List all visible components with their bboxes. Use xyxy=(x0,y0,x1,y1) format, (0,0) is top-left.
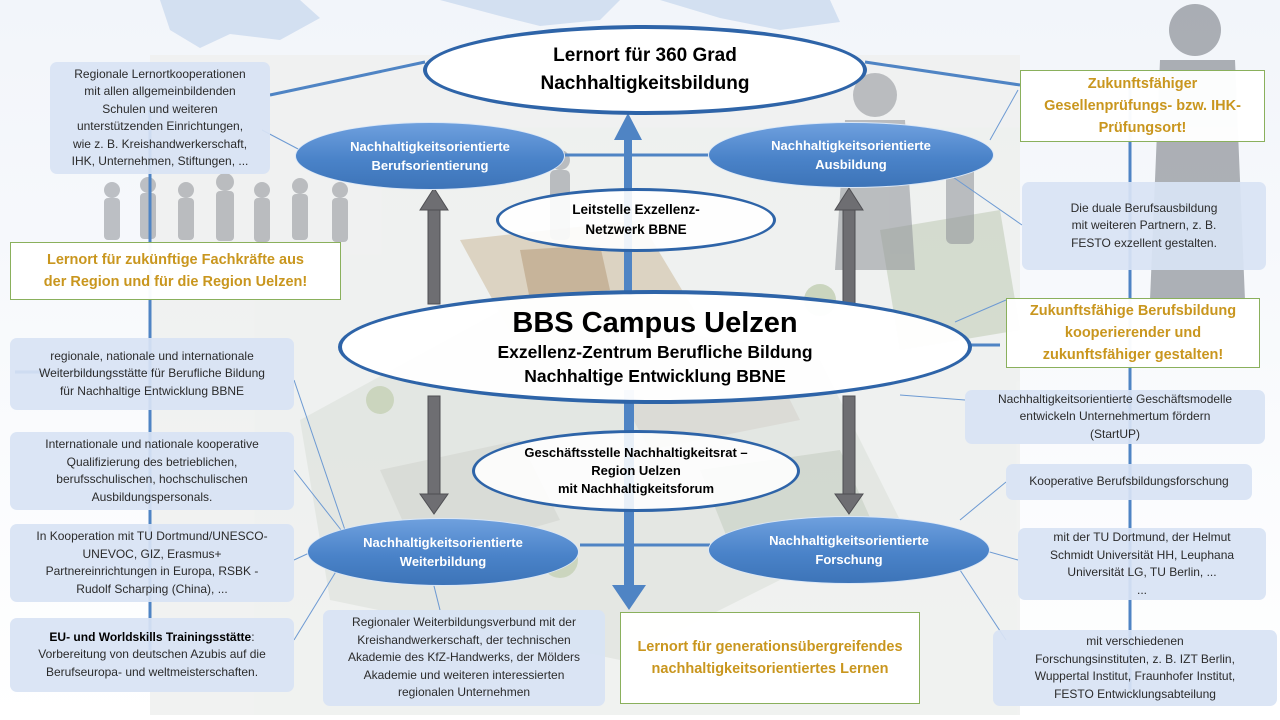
pillar-ausbildung-line1: Nachhaltigkeitsorientierte xyxy=(771,138,931,153)
pillar-ausbildung: Nachhaltigkeitsorientierte Ausbildung xyxy=(708,122,994,188)
box-forschungsinstitute: mit verschiedenen Forschungsinstituten, … xyxy=(993,630,1277,706)
highlight-pruefungsort: Zukunftsfähiger Gesellenprüfungs- bzw. I… xyxy=(1020,70,1265,142)
box-lernortkoop-line6: IHK, Unternehmen, Stiftungen, ... xyxy=(71,154,249,168)
box-kooperation-line3: Partnereinrichtungen in Europa, RSBK - xyxy=(45,564,259,578)
box-worldskills-bold: EU- und Worldskills Trainingsstätte xyxy=(49,629,252,644)
highlight-berufsbildung: Zukunftsfähige Berufsbildung kooperieren… xyxy=(1006,298,1260,368)
top-goal-line2: Nachhaltigkeitsbildung xyxy=(540,73,750,94)
box-lernortkoop-line5: wie z. B. Kreishandwerkerschaft, xyxy=(72,136,248,151)
box-geschaeftsmodelle-line1: Nachhaltigkeitsorientierte Geschäftsmode… xyxy=(997,391,1233,406)
pillar-weiterbildung-line2: Weiterbildung xyxy=(399,554,487,569)
highlight-berufsbildung-line2: kooperierender und xyxy=(1064,325,1202,341)
top-goal-ellipse: Lernort für 360 Grad Nachhaltigkeitsbild… xyxy=(423,25,867,115)
highlight-berufsbildung-line1: Zukunftsfähige Berufsbildung xyxy=(1029,303,1237,319)
box-universitaeten-line4: ... xyxy=(1136,582,1147,597)
box-kooperation: In Kooperation mit TU Dortmund/UNESCO- U… xyxy=(10,524,294,602)
box-weiterbildungsverbund: Regionaler Weiterbildungsverbund mit der… xyxy=(323,610,605,706)
highlight-pruefungsort-line2: Gesellenprüfungs- bzw. IHK- xyxy=(1044,98,1241,114)
highlight-fachkraefte-line2: der Region und für die Region Uelzen! xyxy=(43,274,308,290)
highlight-pruefungsort-line3: Prüfungsort! xyxy=(1098,120,1187,136)
leitstelle-ellipse: Leitstelle Exzellenz- Netzwerk BBNE xyxy=(496,188,776,252)
box-dual-line1: Die duale Berufsausbildung xyxy=(1070,200,1218,215)
box-weiterbildungsstaette-line2: Weiterbildungsstätte für Berufliche Bild… xyxy=(39,366,265,381)
box-worldskills-line2: Berufseuropa- und weltmeisterschaften. xyxy=(45,664,259,679)
box-lernortkoop-line1: Regionale Lernortkooperationen xyxy=(74,66,246,81)
box-worldskills-title: EU- und Worldskills Trainingsstätte: xyxy=(49,629,255,644)
geschaeftsstelle-line3: mit Nachhaltigkeitsforum xyxy=(557,481,715,496)
pillar-berufsorientierung-line2: Berufsorientierung xyxy=(371,158,489,173)
pillar-forschung: Nachhaltigkeitsorientierte Forschung xyxy=(708,516,990,584)
box-institute-line3: Wuppertal Institut, Fraunhofer Institut, xyxy=(1034,669,1236,683)
center-line3: Nachhaltige Entwicklung BBNE xyxy=(524,366,786,386)
box-universitaeten-line3: Universität LG, TU Berlin, ... xyxy=(1067,565,1217,579)
box-verbund-line2: Kreishandwerkerschaft, der technischen xyxy=(357,632,571,647)
box-qualifizierung-line2: Qualifizierung des betrieblichen, xyxy=(66,454,238,469)
box-dual-line3: FESTO exzellent gestalten. xyxy=(1071,235,1217,250)
box-institute-line4: FESTO Entwicklungsabteilung xyxy=(1054,686,1216,701)
box-verbund-line5: regionalen Unternehmen xyxy=(397,685,531,700)
box-berufsbildungsforschung: Kooperative Berufsbildungsforschung xyxy=(1006,464,1252,500)
box-dual-line2: mit weiteren Partnern, z. B. xyxy=(1071,218,1217,233)
highlight-fachkraefte-line1: Lernort für zukünftige Fachkräfte aus xyxy=(46,252,304,268)
box-qualifizierung: Internationale und nationale kooperative… xyxy=(10,432,294,510)
box-lernortkoop-line2: mit allen allgemeinbildenden xyxy=(84,84,236,98)
box-forschung-koop-text: Kooperative Berufsbildungsforschung xyxy=(1029,474,1229,489)
box-lernortkoop-line3: Schulen und weiteren xyxy=(102,101,218,116)
pillar-weiterbildung-line1: Nachhaltigkeitsorientierte xyxy=(363,535,523,550)
box-kooperation-line4: Rudolf Scharping (China), ... xyxy=(76,581,228,596)
box-verbund-line4: Akademie und weiteren interessierten xyxy=(363,667,565,682)
pillar-ausbildung-line2: Ausbildung xyxy=(815,157,887,172)
top-goal-line1: Lernort für 360 Grad xyxy=(553,45,737,66)
box-geschaeftsmodelle-line3: (StartUP) xyxy=(1089,426,1140,441)
box-lernortkoop-line4: unterstützenden Einrichtungen, xyxy=(76,119,244,133)
highlight-generationen: Lernort für generationsübergreifendes na… xyxy=(620,612,920,704)
box-institute-line1: mit verschiedenen xyxy=(1086,634,1184,648)
pillar-forschung-line1: Nachhaltigkeitsorientierte xyxy=(769,533,929,548)
box-qualifizierung-line3: berufsschulischen, hochschulischen xyxy=(56,472,248,486)
highlight-berufsbildung-line3: zukunftsfähiger gestalten! xyxy=(1042,347,1224,363)
box-duale-ausbildung: Die duale Berufsausbildung mit weiteren … xyxy=(1022,182,1266,270)
world-map-graphic xyxy=(160,0,840,48)
pillar-forschung-line2: Forschung xyxy=(815,552,883,567)
box-institute-line2: Forschungsinstituten, z. B. IZT Berlin, xyxy=(1035,651,1235,666)
center-ellipse: BBS Campus Uelzen Exzellenz-Zentrum Beru… xyxy=(338,290,972,404)
center-line2: Exzellenz-Zentrum Berufliche Bildung xyxy=(497,342,813,362)
box-geschaeftsmodelle: Nachhaltigkeitsorientierte Geschäftsmode… xyxy=(965,390,1265,444)
box-worldskills-line1: Vorbereitung von deutschen Azubis auf di… xyxy=(38,647,266,662)
box-geschaeftsmodelle-line2: entwickeln Unternehmertum fördern xyxy=(1019,409,1211,424)
box-universitaeten-line2: Schmidt Universität HH, Leuphana xyxy=(1049,547,1235,562)
box-verbund-line3: Akademie des KfZ-Handwerks, der Mölders xyxy=(347,650,581,665)
box-universitaeten-line1: mit der TU Dortmund, der Helmut xyxy=(1053,530,1231,544)
box-kooperation-line2: UNEVOC, GIZ, Erasmus+ xyxy=(82,546,222,561)
leitstelle-line2: Netzwerk BBNE xyxy=(585,222,687,237)
pillar-berufsorientierung-line1: Nachhaltigkeitsorientierte xyxy=(350,139,510,154)
box-weiterbildungsstaette-line1: regionale, nationale und internationale xyxy=(50,348,254,363)
geschaeftsstelle-ellipse: Geschäftsstelle Nachhaltigkeitsrat – Reg… xyxy=(472,430,800,512)
highlight-generationen-line2: nachhaltigkeitsorientiertes Lernen xyxy=(651,661,889,677)
box-universitaeten: mit der TU Dortmund, der Helmut Schmidt … xyxy=(1018,528,1266,600)
highlight-generationen-line1: Lernort für generationsübergreifendes xyxy=(637,639,903,655)
center-title: BBS Campus Uelzen xyxy=(512,307,798,339)
highlight-pruefungsort-line1: Zukunftsfähiger xyxy=(1087,76,1198,92)
box-worldskills: EU- und Worldskills Trainingsstätte: Vor… xyxy=(10,618,294,692)
box-verbund-line1: Regionaler Weiterbildungsverbund mit der xyxy=(352,615,576,630)
box-weiterbildungsstaette-line3: für Nachhaltige Entwicklung BBNE xyxy=(59,383,245,398)
pillar-weiterbildung: Nachhaltigkeitsorientierte Weiterbildung xyxy=(307,518,579,586)
geschaeftsstelle-line1: Geschäftsstelle Nachhaltigkeitsrat – xyxy=(524,445,748,460)
box-qualifizierung-line1: Internationale und nationale kooperative xyxy=(45,437,259,451)
box-qualifizierung-line4: Ausbildungspersonals. xyxy=(91,489,213,504)
box-weiterbildungsstaette: regionale, nationale und internationale … xyxy=(10,338,294,410)
box-kooperation-line1: In Kooperation mit TU Dortmund/UNESCO- xyxy=(36,529,268,543)
box-lernortkooperationen: Regionale Lernortkooperationen mit allen… xyxy=(50,62,270,174)
leitstelle-line1: Leitstelle Exzellenz- xyxy=(572,202,700,217)
highlight-fachkraefte: Lernort für zukünftige Fachkräfte aus de… xyxy=(10,242,341,300)
pillar-berufsorientierung: Nachhaltigkeitsorientierte Berufsorienti… xyxy=(295,122,565,190)
geschaeftsstelle-line2: Region Uelzen xyxy=(591,463,681,478)
